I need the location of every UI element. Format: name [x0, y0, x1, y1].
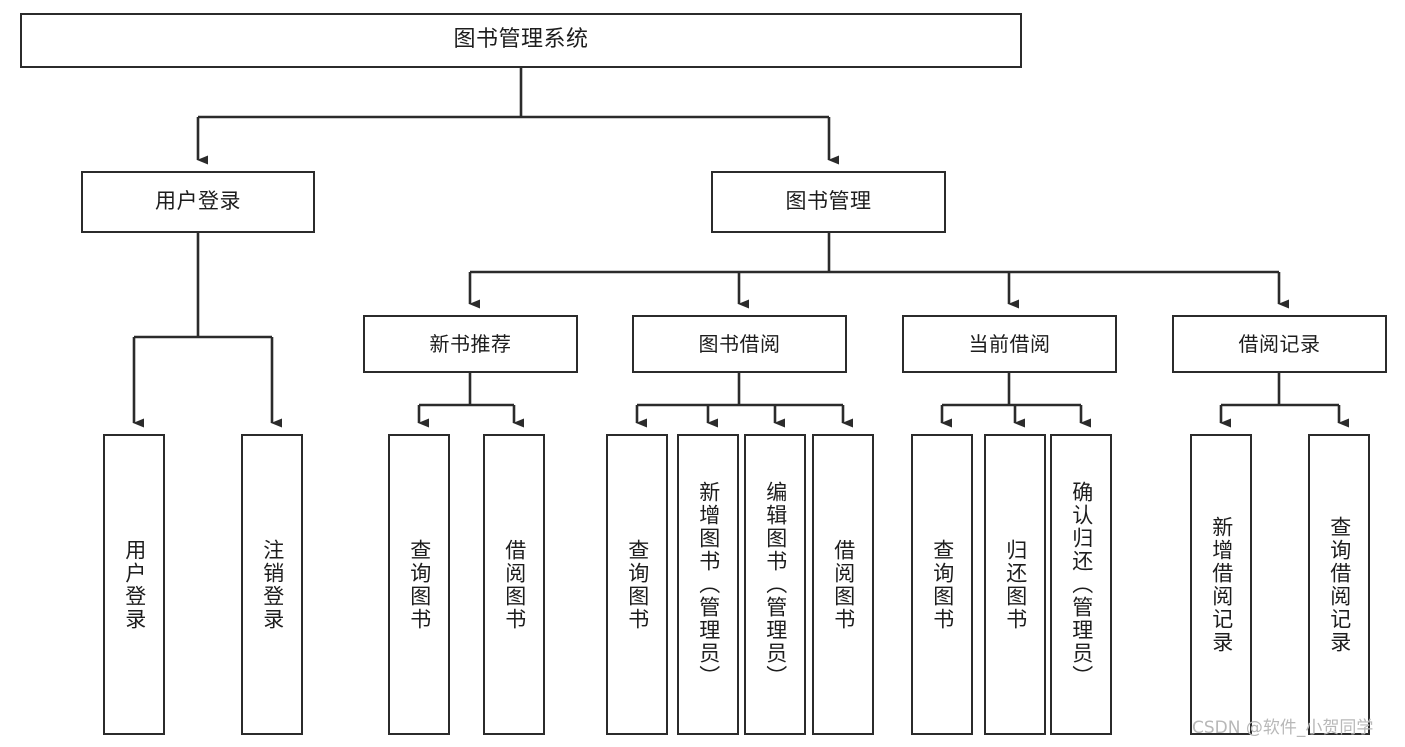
- node-leaf-confirm-return-admin-label: 确认归还（管理员）: [1069, 481, 1094, 688]
- node-book-management-label: 图书管理: [785, 189, 872, 214]
- node-leaf-query-book-1-label: 查询图书: [407, 538, 432, 631]
- node-book-borrow[interactable]: 图书借阅: [632, 315, 847, 373]
- node-leaf-query-book-3[interactable]: 查询图书: [911, 434, 973, 735]
- node-root-label: 图书管理系统: [453, 27, 589, 53]
- node-leaf-add-borrow-record[interactable]: 新增借阅记录: [1190, 434, 1252, 735]
- node-leaf-add-book-admin-label: 新增图书（管理员）: [696, 481, 721, 688]
- node-user-login[interactable]: 用户登录: [81, 171, 315, 233]
- node-leaf-query-borrow-record[interactable]: 查询借阅记录: [1308, 434, 1370, 735]
- node-leaf-add-borrow-record-label: 新增借阅记录: [1209, 515, 1234, 654]
- node-book-borrow-label: 图书借阅: [698, 331, 781, 356]
- node-new-book-recommend-label: 新书推荐: [429, 331, 512, 356]
- node-leaf-edit-book-admin[interactable]: 编辑图书（管理员）: [744, 434, 806, 735]
- node-book-management[interactable]: 图书管理: [711, 171, 946, 233]
- node-leaf-user-login[interactable]: 用户登录: [103, 434, 165, 735]
- node-leaf-add-book-admin[interactable]: 新增图书（管理员）: [677, 434, 739, 735]
- node-leaf-query-book-2[interactable]: 查询图书: [606, 434, 668, 735]
- node-leaf-borrow-book-2-label: 借阅图书: [831, 538, 856, 631]
- node-new-book-recommend[interactable]: 新书推荐: [363, 315, 578, 373]
- node-leaf-borrow-book-1-label: 借阅图书: [502, 538, 527, 631]
- node-leaf-user-logout-label: 注销登录: [260, 538, 285, 631]
- node-borrow-record[interactable]: 借阅记录: [1172, 315, 1387, 373]
- node-current-borrow[interactable]: 当前借阅: [902, 315, 1117, 373]
- node-root-book-management-system[interactable]: 图书管理系统: [20, 13, 1022, 68]
- node-leaf-borrow-book-2[interactable]: 借阅图书: [812, 434, 874, 735]
- node-leaf-query-book-1[interactable]: 查询图书: [388, 434, 450, 735]
- node-user-login-label: 用户登录: [155, 189, 241, 214]
- node-borrow-record-label: 借阅记录: [1238, 331, 1321, 356]
- node-leaf-borrow-book-1[interactable]: 借阅图书: [483, 434, 545, 735]
- node-leaf-query-book-3-label: 查询图书: [930, 538, 955, 631]
- node-leaf-return-book[interactable]: 归还图书: [984, 434, 1046, 735]
- node-current-borrow-label: 当前借阅: [968, 331, 1051, 356]
- node-leaf-return-book-label: 归还图书: [1003, 538, 1028, 631]
- node-leaf-query-borrow-record-label: 查询借阅记录: [1327, 515, 1352, 654]
- node-leaf-confirm-return-admin[interactable]: 确认归还（管理员）: [1050, 434, 1112, 735]
- node-leaf-user-logout[interactable]: 注销登录: [241, 434, 303, 735]
- node-leaf-user-login-label: 用户登录: [122, 538, 147, 631]
- node-leaf-edit-book-admin-label: 编辑图书（管理员）: [763, 481, 788, 688]
- node-leaf-query-book-2-label: 查询图书: [625, 538, 650, 631]
